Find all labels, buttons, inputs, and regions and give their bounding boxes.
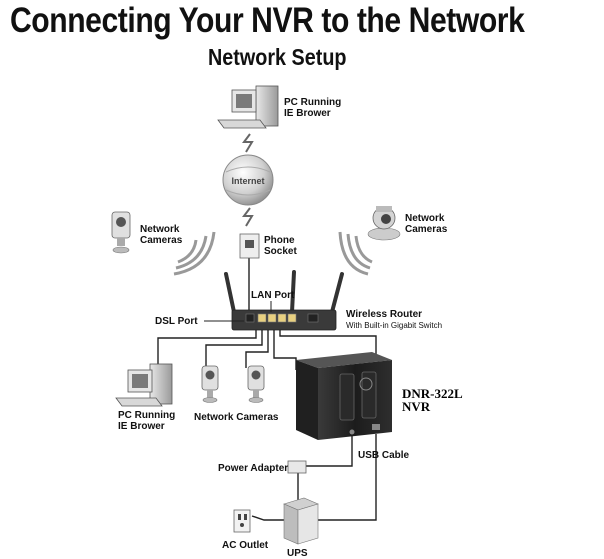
lightning-bottom-icon xyxy=(242,207,254,227)
wifi-waves-left-icon xyxy=(173,231,216,276)
phone-socket-icon xyxy=(239,233,260,259)
pc-top-label-1: PC Running xyxy=(284,97,341,108)
usb-cable-label: USB Cable xyxy=(358,450,410,461)
network-camera-right-icon xyxy=(367,206,401,241)
ups-icon xyxy=(283,497,319,545)
router-label-2: With Built-in Gigabit Switch xyxy=(346,321,442,330)
phone-socket-label-1: Phone xyxy=(264,235,295,246)
cam-left-label-2: Cameras xyxy=(140,235,183,246)
wifi-waves-right-icon xyxy=(338,231,373,276)
ac-outlet-label: AC Outlet xyxy=(222,540,269,551)
pc-top-label-2: IE Brower xyxy=(284,108,331,119)
lan-port-label: LAN Port xyxy=(251,290,295,301)
internet-globe-icon: Internet xyxy=(222,154,274,206)
pc-bottom-label-1: PC Running xyxy=(118,410,175,421)
page-subtitle: Network Setup xyxy=(208,44,347,70)
ups-label: UPS xyxy=(287,548,308,559)
dsl-port-label: DSL Port xyxy=(155,316,198,327)
nvr-label-2: NVR xyxy=(402,399,431,414)
cam-right-label-1: Network xyxy=(405,213,445,224)
network-camera-bottom-2-icon xyxy=(247,365,265,403)
pc-top-icon xyxy=(217,85,279,129)
power-adapter-label: Power Adapter xyxy=(218,463,288,474)
cable-lines xyxy=(157,258,377,521)
network-camera-left-icon xyxy=(111,211,131,254)
cams-bottom-label: Network Cameras xyxy=(194,412,279,423)
ac-outlet-icon xyxy=(233,509,251,533)
router-label-1: Wireless Router xyxy=(346,309,422,320)
phone-socket-label-2: Socket xyxy=(264,246,297,257)
lightning-top-icon xyxy=(242,133,254,153)
page-title: Connecting Your NVR to the Network xyxy=(10,1,525,40)
pc-bottom-icon xyxy=(115,363,173,407)
network-camera-bottom-1-icon xyxy=(201,365,219,403)
internet-label: Internet xyxy=(231,176,264,186)
nvr-device-icon xyxy=(296,352,392,440)
nvr-label-1: DNR-322L xyxy=(402,386,463,401)
cam-left-label-1: Network xyxy=(140,224,180,235)
wireless-router-icon xyxy=(224,270,344,331)
pc-bottom-label-2: IE Brower xyxy=(118,421,165,432)
cam-right-label-2: Cameras xyxy=(405,224,448,235)
power-adapter-icon xyxy=(287,460,307,474)
